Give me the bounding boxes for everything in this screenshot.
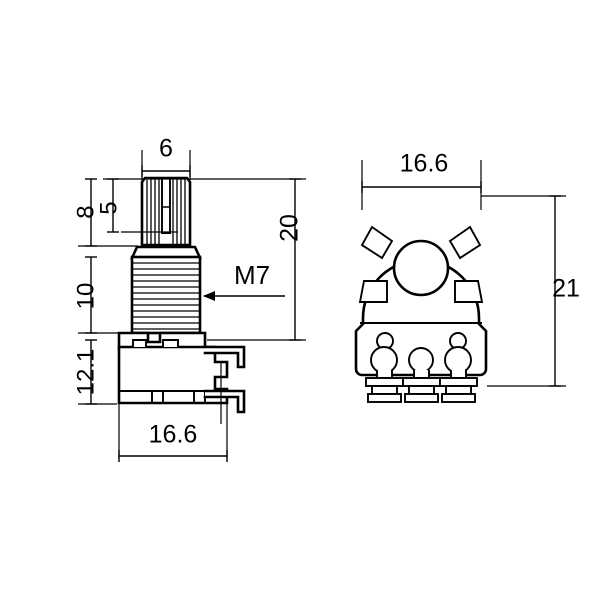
slot-upper-left bbox=[360, 225, 394, 260]
body-notch-left bbox=[132, 339, 147, 347]
m7-label: M7 bbox=[234, 260, 270, 290]
bushing-outline bbox=[130, 255, 202, 335]
pin-2 bbox=[402, 370, 441, 403]
dim-label-10: 10 bbox=[72, 283, 99, 310]
dim-label-12-1: 12.1 bbox=[72, 349, 99, 396]
dim-label-8: 8 bbox=[72, 205, 99, 218]
pin-2-bottom-bar bbox=[404, 393, 439, 403]
pin-3-bottom-bar bbox=[441, 393, 476, 403]
threaded-bushing bbox=[130, 255, 202, 335]
top-view-pins bbox=[365, 370, 478, 403]
pin-2-mid-bar bbox=[408, 385, 435, 395]
body-outline bbox=[117, 345, 229, 405]
terminal-hole-2 bbox=[408, 347, 434, 373]
body-notch-right bbox=[162, 339, 179, 347]
bushing-thread-lines bbox=[133, 262, 199, 330]
dim-label-5: 5 bbox=[95, 201, 122, 214]
side-view-dimensions: 6 5 8 10 12.1 bbox=[72, 135, 306, 462]
pin-2-tab bbox=[413, 370, 430, 379]
top-view-group bbox=[354, 225, 488, 403]
pin-2-wide-bar bbox=[402, 377, 441, 387]
arrow-left-icon bbox=[203, 291, 215, 301]
shaft-knurl-lines bbox=[146, 179, 186, 245]
shaft-center-slot bbox=[161, 179, 171, 234]
dim-label-20: 20 bbox=[276, 214, 304, 242]
side-view-group bbox=[117, 176, 246, 424]
terminal-hole-1 bbox=[370, 346, 398, 374]
pin-1-bottom-bar bbox=[367, 393, 402, 403]
dim-label-6: 6 bbox=[159, 135, 173, 163]
center-shaft-hole bbox=[392, 239, 450, 297]
knurled-shaft bbox=[140, 176, 192, 247]
terminal-upper bbox=[203, 345, 246, 369]
m7-callout: M7 bbox=[203, 260, 285, 301]
pin-3 bbox=[439, 370, 478, 403]
slot-upper-right bbox=[448, 225, 482, 260]
mounting-slots bbox=[358, 225, 484, 303]
dim-label-16-6-top: 16.6 bbox=[400, 150, 449, 178]
pin-3-mid-bar bbox=[445, 385, 472, 395]
slot-lower-right bbox=[454, 280, 484, 303]
terminal-lower bbox=[203, 389, 246, 414]
pin-3-tab bbox=[450, 370, 467, 379]
pin-1-wide-bar bbox=[365, 377, 404, 387]
dim-label-21: 21 bbox=[552, 275, 580, 303]
slot-lower-left bbox=[358, 280, 388, 303]
pin-3-wide-bar bbox=[439, 377, 478, 387]
pin-1 bbox=[365, 370, 404, 403]
pin-1-mid-bar bbox=[371, 385, 398, 395]
dim-label-16-6-side: 16.6 bbox=[149, 421, 198, 449]
top-view-dimensions: 16.6 21 bbox=[361, 150, 580, 387]
terminal-hole-3 bbox=[444, 346, 472, 374]
pin-1-tab bbox=[376, 370, 393, 379]
